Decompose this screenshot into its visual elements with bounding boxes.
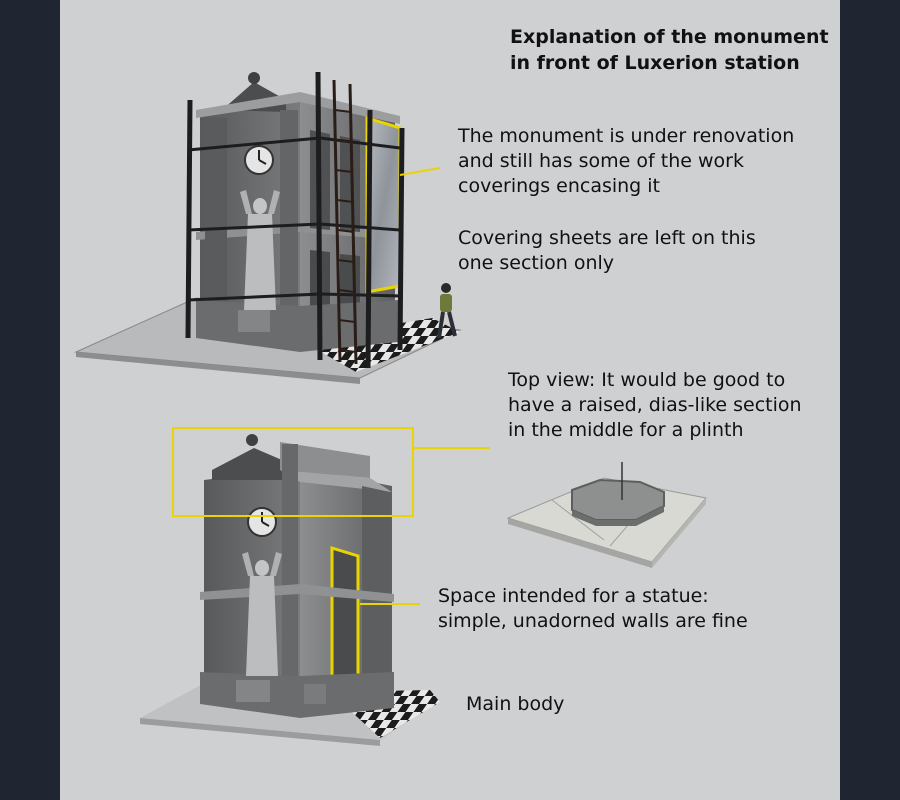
note-renovation-line2: and still has some of the work (458, 150, 744, 172)
note-top-view-line1: Top view: It would be good to (508, 369, 786, 391)
highlight-top-section (172, 427, 414, 517)
note-top-view-line2: have a raised, dias-like section (508, 394, 802, 416)
note-statue-line2: simple, unadorned walls are fine (438, 610, 748, 632)
monument-main-body-view (140, 427, 490, 746)
leader-line-renovation (399, 167, 441, 176)
scaffolding (185, 71, 405, 369)
note-covering-line2: one section only (458, 252, 615, 274)
note-covering-line1: Covering sheets are left on this (458, 227, 756, 249)
monument-renovation-view (74, 71, 462, 384)
statue-icon (242, 552, 282, 676)
worker-figure (437, 283, 457, 339)
note-renovation-line1: The monument is under renovation (458, 125, 795, 147)
note-main-body: Main body (466, 693, 565, 715)
note-top-view-line3: in the middle for a plinth (508, 419, 744, 441)
note-renovation-line3: coverings encasing it (458, 175, 661, 197)
left-frame (0, 0, 60, 800)
statue-icon (240, 190, 280, 310)
ladder-icon (332, 79, 358, 365)
diagram-title-line1: Explanation of the monument (510, 26, 829, 48)
plinth-top-view (506, 462, 707, 568)
right-frame (840, 0, 900, 800)
note-statue-line1: Space intended for a statue: (438, 585, 709, 607)
diagram-title-line2: in front of Luxerion station (510, 52, 800, 74)
